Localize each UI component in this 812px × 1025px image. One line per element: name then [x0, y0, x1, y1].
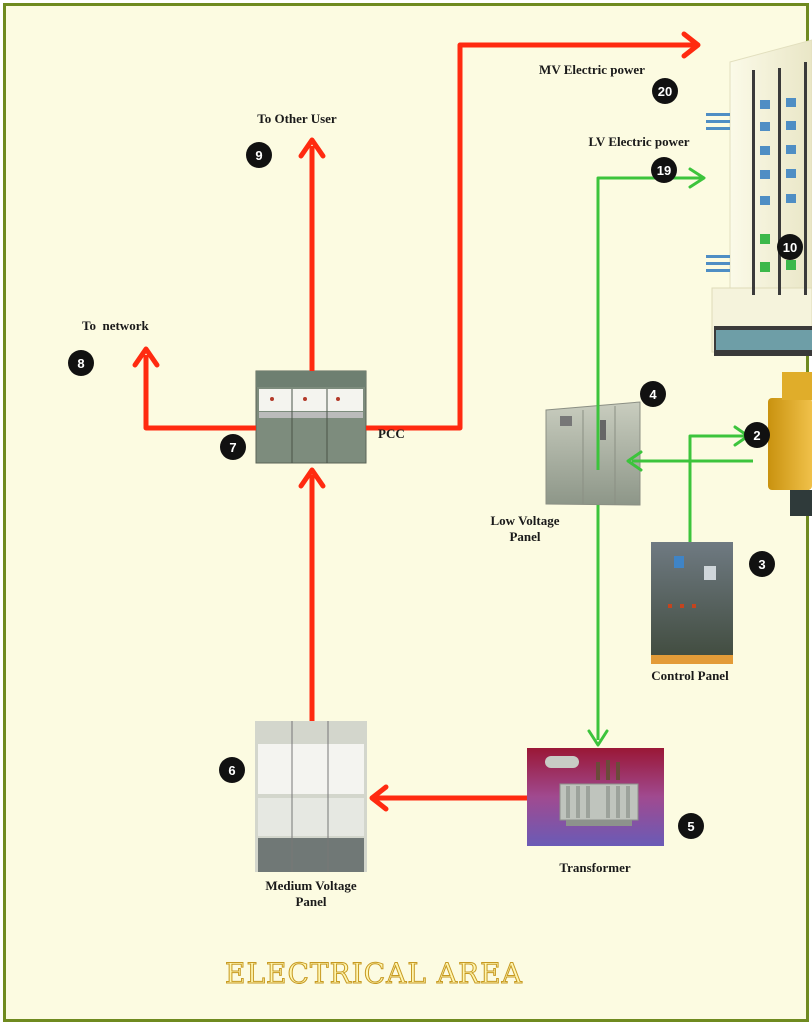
badge-10: 10 — [777, 234, 803, 260]
low-voltage-panel-label-line2: Panel — [509, 529, 541, 544]
transformer-label: Transformer — [559, 860, 631, 875]
medium-voltage-panel-cabinet — [255, 721, 367, 872]
pcc-cabinet — [255, 370, 367, 464]
medium-voltage-panel-label-line1: Medium Voltage — [265, 878, 357, 893]
mv-arrowheads — [132, 31, 701, 812]
badge-9: 9 — [246, 142, 272, 168]
medium-voltage-panel-label: Medium Voltage Panel — [240, 878, 382, 910]
building-illustration — [706, 39, 812, 356]
low-voltage-panel-label: Low Voltage Panel — [470, 513, 580, 545]
badge-7: 7 — [220, 434, 246, 460]
medium-voltage-panel-label-line2: Panel — [295, 894, 327, 909]
transformer-image — [527, 748, 664, 846]
low-voltage-panel-cabinet — [545, 401, 641, 506]
pcc-label: PCC — [378, 426, 405, 441]
badge-8: 8 — [68, 350, 94, 376]
mv-power-lines — [143, 42, 696, 801]
low-voltage-panel-label-line1: Low Voltage — [490, 513, 560, 528]
badge-4: 4 — [640, 381, 666, 407]
generator-illustration — [768, 372, 812, 516]
electrical-area-title: ELECTRICAL AREA — [225, 957, 523, 991]
badge-3: 3 — [749, 551, 775, 577]
badge-19: 19 — [651, 157, 677, 183]
to-other-user-label: To Other User — [257, 111, 337, 126]
lv-electric-power-label: LV Electric power — [588, 134, 690, 149]
badge-6: 6 — [219, 757, 245, 783]
to-network-label: To network — [82, 318, 149, 333]
badge-2: 2 — [744, 422, 770, 448]
control-panel-label: Control Panel — [651, 668, 729, 683]
badge-20: 20 — [652, 78, 678, 104]
badge-5: 5 — [678, 813, 704, 839]
mv-electric-power-label: MV Electric power — [539, 62, 645, 77]
control-panel-cabinet — [651, 542, 733, 664]
